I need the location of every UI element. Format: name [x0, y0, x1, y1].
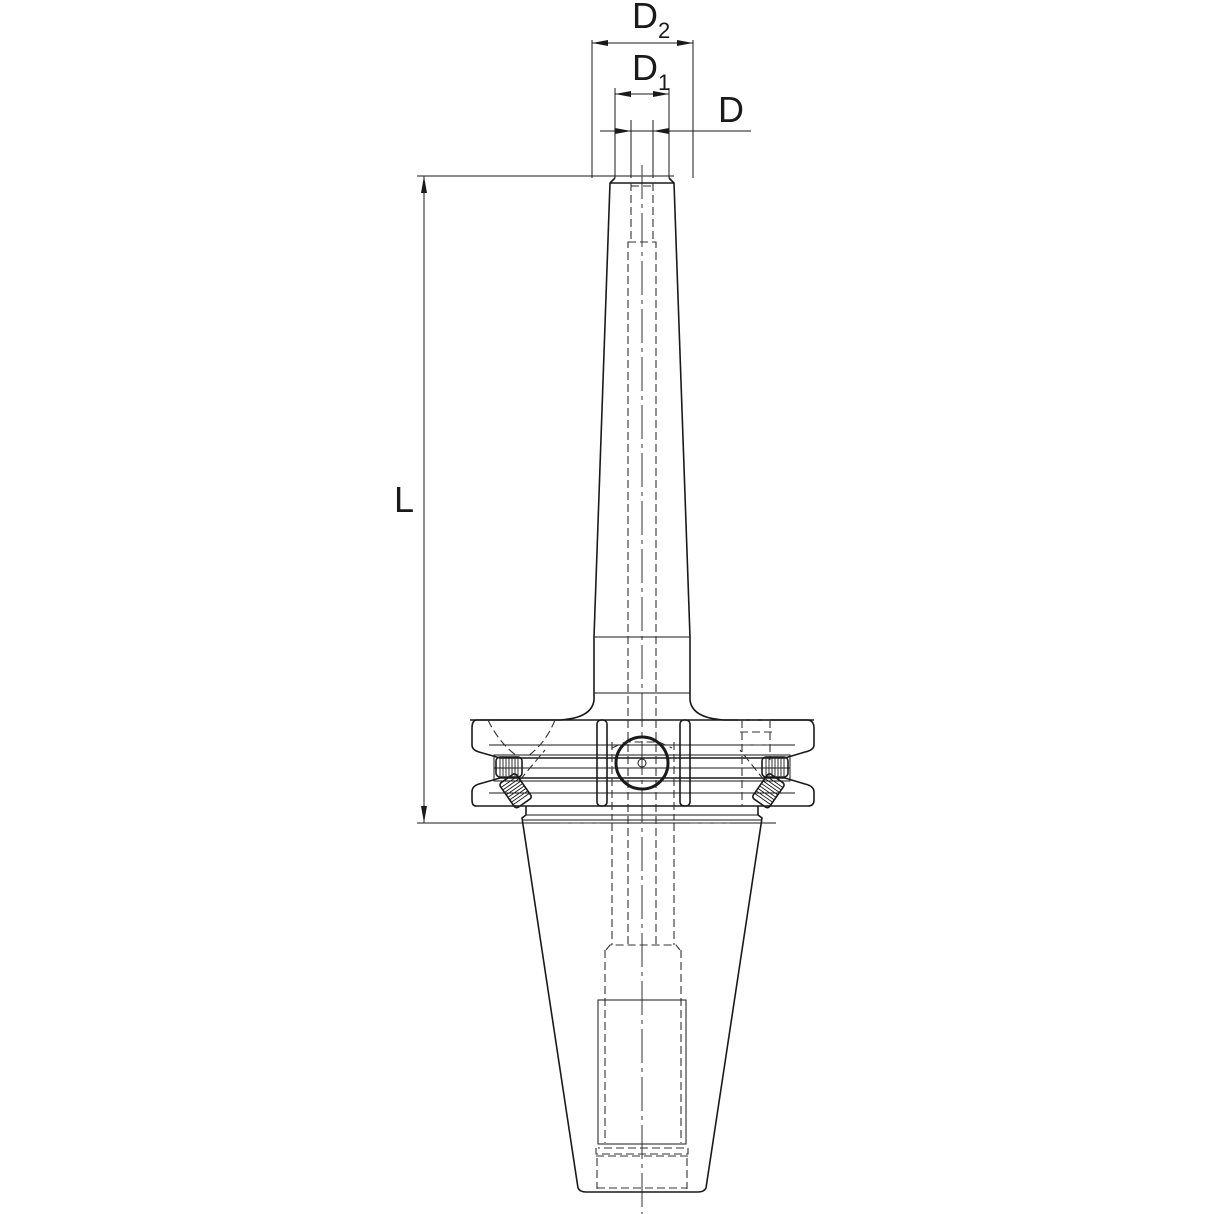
- label-l: L: [394, 479, 414, 520]
- label-d2: D2: [632, 0, 670, 43]
- dimension-d: D: [600, 89, 751, 178]
- flange: [471, 719, 815, 820]
- dimension-d1: D1: [614, 47, 670, 178]
- taper-cone: [521, 806, 763, 1193]
- set-screw-left: [495, 749, 546, 809]
- label-d1: D1: [632, 47, 670, 95]
- shank-extension: [470, 177, 814, 945]
- dimension-l: L: [394, 175, 776, 824]
- dimension-d2: D2: [591, 0, 694, 178]
- cross-hole: [614, 735, 670, 791]
- label-d: D: [718, 89, 744, 130]
- set-screw-right: [739, 749, 789, 809]
